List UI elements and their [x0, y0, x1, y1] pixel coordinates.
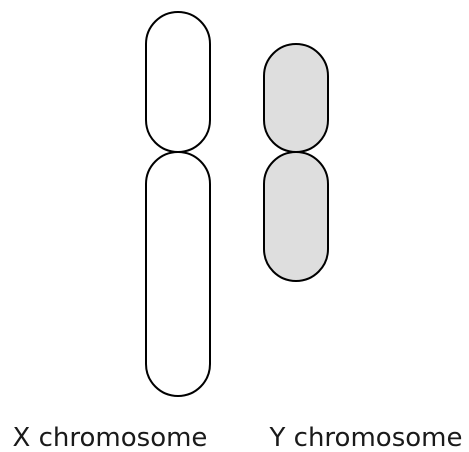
- y-chromosome-label: Y chromosome: [269, 423, 463, 452]
- x-chromosome-long-arm: [145, 151, 211, 397]
- x-chromosome: [145, 11, 211, 397]
- y-chromosome-long-arm: [263, 151, 329, 282]
- x-chromosome-label: X chromosome: [13, 423, 208, 452]
- y-chromosome: [263, 43, 329, 282]
- x-chromosome-short-arm: [145, 11, 211, 153]
- y-chromosome-short-arm: [263, 43, 329, 153]
